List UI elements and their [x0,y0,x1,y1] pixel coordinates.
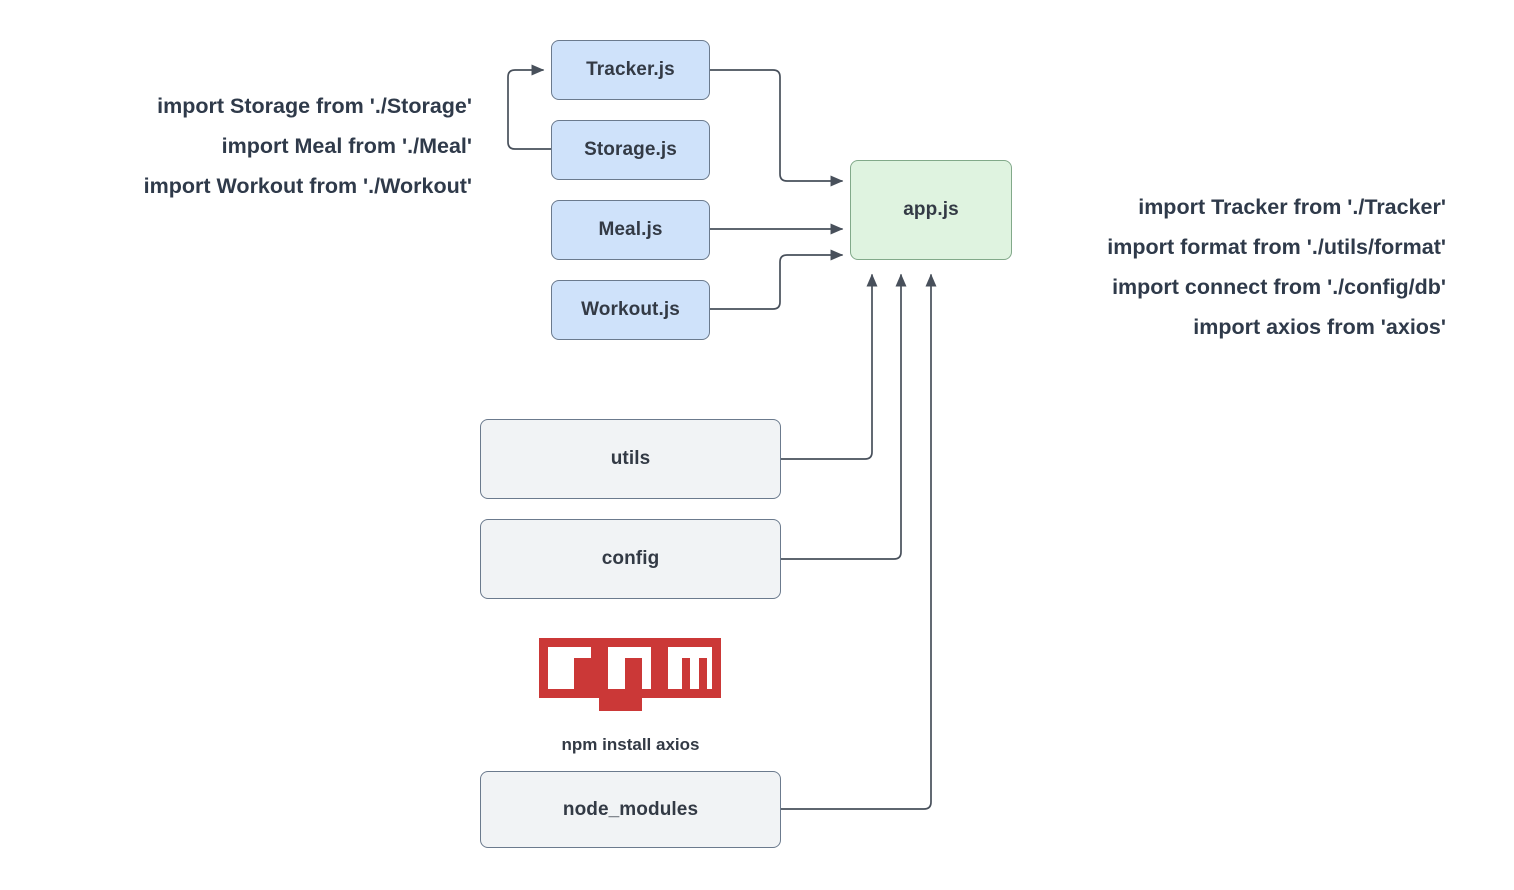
node-utils[interactable]: utils [480,419,781,499]
edge-tracker-to-app [709,69,844,187]
code-left-line-3: import Workout from './Workout' [143,174,472,198]
edge-nodemodules-to-app [780,273,937,810]
node-node-modules-label: node_modules [562,798,699,820]
node-workout-js-label: Workout.js [581,299,680,320]
node-storage-js[interactable]: Storage.js [551,120,710,180]
code-right-line-4: import axios from 'axios' [1193,315,1446,339]
code-right-line-2: import format from './utils/format' [1107,235,1446,259]
code-right-line-3: import connect from './config/db' [1112,275,1446,299]
edge-config-to-app [780,273,907,560]
node-storage-js-label: Storage.js [584,139,677,160]
node-app-js-label: app.js [903,199,959,220]
code-right-line-1: import Tracker from './Tracker' [1138,195,1446,219]
code-left-line-2: import Meal from './Meal' [221,134,472,158]
edge-storage-to-tracker [507,64,552,150]
node-config[interactable]: config [480,519,781,599]
edge-workout-to-app [709,249,844,310]
node-config-label: config [601,548,660,569]
npm-logo [539,638,721,711]
code-block-right: import Tracker from './Tracker' import f… [1046,187,1446,347]
node-utils-label: utils [610,448,651,469]
node-meal-js[interactable]: Meal.js [551,200,710,260]
node-node-modules[interactable]: node_modules [480,771,781,848]
node-meal-js-label: Meal.js [598,219,663,240]
node-tracker-js-label: Tracker.js [586,59,675,80]
npm-install-caption: npm install axios [561,735,700,754]
node-app-js[interactable]: app.js [850,160,1012,260]
code-left-line-1: import Storage from './Storage' [157,94,472,118]
node-workout-js[interactable]: Workout.js [551,280,710,340]
code-block-left: import Storage from './Storage' import M… [70,86,472,206]
node-tracker-js[interactable]: Tracker.js [551,40,710,100]
edge-utils-to-app [780,273,878,460]
